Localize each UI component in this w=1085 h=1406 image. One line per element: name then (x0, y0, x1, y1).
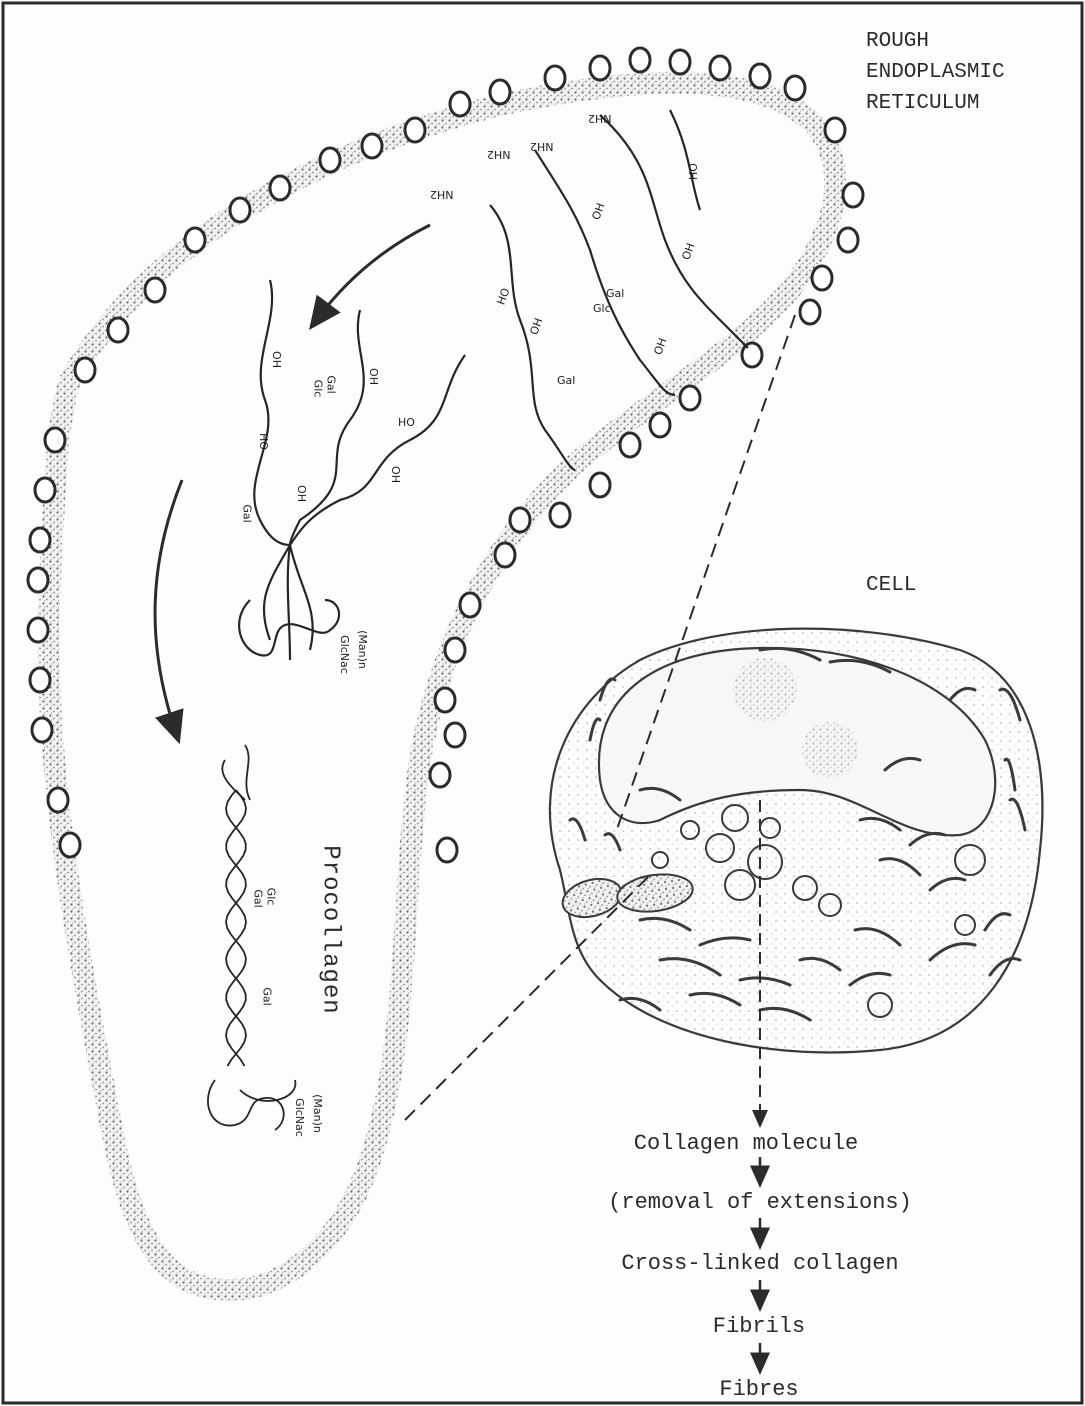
glcnac-label: GlcNac (293, 1098, 306, 1137)
gal-label: Gal (325, 375, 338, 393)
glc-label: Glc (264, 888, 277, 906)
ribosome (320, 148, 340, 172)
nh2-label: NH2 (530, 140, 554, 153)
ribosome (48, 788, 68, 812)
process-arrow-upper (318, 225, 430, 318)
ribosome (230, 198, 250, 222)
ribosome (445, 723, 465, 747)
ribosome (108, 318, 128, 342)
ribosome (362, 134, 382, 158)
ribosome (32, 718, 52, 742)
cell-drawing (550, 629, 1042, 1053)
rough-er-line: ENDOPLASMIC (866, 57, 1005, 88)
ribosome (670, 50, 690, 74)
ribosome (495, 543, 515, 567)
ribosome (28, 568, 48, 592)
flow-step-collagen-molecule: Collagen molecule (634, 1131, 858, 1156)
ribosome (630, 48, 650, 72)
ribosome (430, 763, 450, 787)
ribosome (710, 56, 730, 80)
oh-label: OH (270, 351, 283, 368)
ribosome (405, 118, 425, 142)
ribosome (590, 56, 610, 80)
oh-label: OH (295, 485, 308, 502)
ribosome (460, 593, 480, 617)
glc-label: Glc (593, 302, 611, 315)
nucleolus (802, 722, 858, 778)
ho-label: HO (257, 433, 270, 450)
rough-er-line: RETICULUM (866, 88, 1005, 119)
gal-label: Gal (606, 287, 624, 300)
flow-step-fibrils: Fibrils (713, 1314, 805, 1339)
ribosome (185, 228, 205, 252)
ribosome (35, 478, 55, 502)
gal-label: Gal (241, 504, 254, 522)
ribosome (60, 833, 80, 857)
ribosome (680, 386, 700, 410)
procollagen-label: Procollagen (317, 845, 344, 1014)
ribosome (590, 473, 610, 497)
ribosome (445, 638, 465, 662)
rough-er-line: ROUGH (866, 26, 1005, 57)
ribosome (45, 428, 65, 452)
gal-label: Gal (261, 987, 274, 1005)
ribosome (825, 118, 845, 142)
ribosome (620, 433, 640, 457)
glcnac-label: GlcNac (338, 635, 351, 674)
ribosome (812, 266, 832, 290)
procollagen-helix (208, 745, 295, 1130)
nucleolus (733, 658, 797, 722)
nh2-label: NH2 (430, 188, 454, 201)
manose-label: (Man)n (356, 630, 369, 669)
gal-label: Gal (252, 889, 265, 907)
ribosome (450, 92, 470, 116)
glc-label: Glc (311, 380, 324, 398)
rough-er-label: ROUGH ENDOPLASMIC RETICULUM (866, 26, 1005, 119)
ribosome (28, 618, 48, 642)
ribosome (490, 80, 510, 104)
ribosome (545, 66, 565, 90)
flow-step-cross-linked: Cross-linked collagen (621, 1251, 898, 1276)
nh2-label: NH2 (487, 148, 511, 161)
oh-label: OH (367, 368, 380, 385)
manose-label: (Man)n (311, 1094, 324, 1133)
ribosome (145, 278, 165, 302)
chain-assembly (239, 280, 465, 660)
gal-label: Gal (557, 374, 575, 387)
ribosome (30, 528, 50, 552)
flow-step-fibres: Fibres (719, 1377, 798, 1402)
ribosome (510, 508, 530, 532)
ribosome (550, 503, 570, 527)
ribosome (785, 76, 805, 100)
ribosome (30, 668, 50, 692)
cell-label: CELL (866, 574, 916, 597)
process-arrow-lower (155, 480, 182, 730)
zoom-line-lower (405, 875, 650, 1120)
oh-label: OH (389, 466, 402, 483)
nh2-label: NH2 (588, 112, 612, 125)
ribosome (742, 343, 762, 367)
ribosome (838, 228, 858, 252)
ribosome (843, 183, 863, 207)
ho-label: HO (687, 163, 700, 180)
ribosome (75, 358, 95, 382)
ribosome (750, 64, 770, 88)
ribosome (437, 838, 457, 862)
ribosome (800, 300, 820, 324)
ho-label: HO (398, 416, 415, 429)
flow-step-removal: (removal of extensions) (608, 1190, 912, 1215)
ribosome (650, 413, 670, 437)
ribosome (270, 176, 290, 200)
ribosome (435, 688, 455, 712)
